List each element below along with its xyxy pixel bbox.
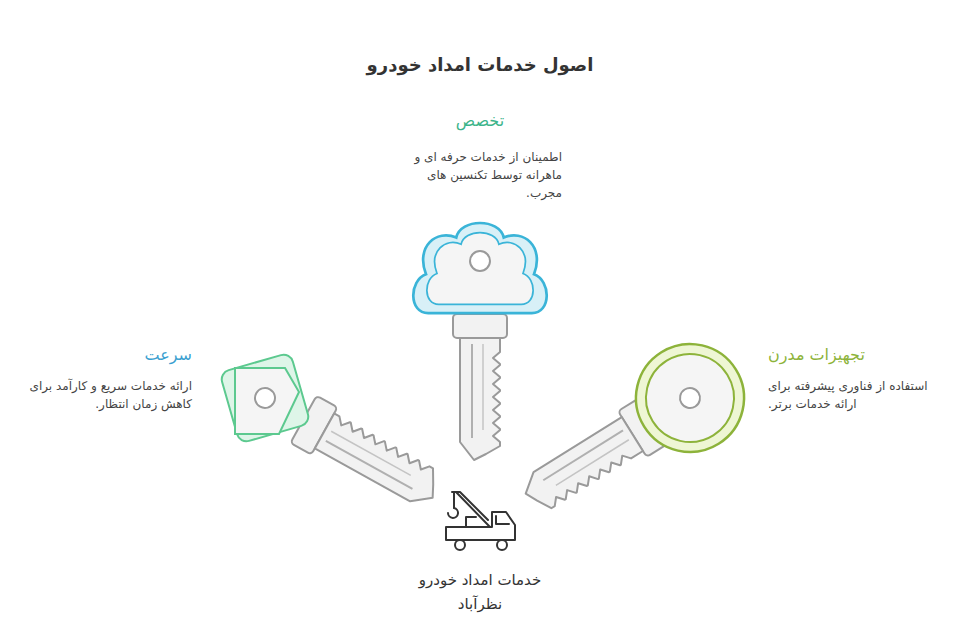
section-body: اطمینان از خدمات حرفه ای و ماهرانه توسط … [398, 148, 562, 202]
key-groove [556, 440, 629, 486]
round-key [500, 324, 764, 545]
key-head-inner [427, 233, 533, 305]
center-label: خدمات امداد خودرو نظرآباد [395, 568, 565, 616]
key-head-inner [235, 368, 299, 434]
section-heading: تخصص [380, 109, 580, 133]
key-hole [251, 384, 278, 411]
section-heading: تجهیزات مدرن [768, 343, 938, 367]
key-groove [326, 441, 413, 489]
key-blade [518, 417, 643, 516]
key-head-inner [629, 337, 750, 458]
key-head [616, 324, 765, 473]
key-head [219, 352, 310, 443]
section-body: ارائه خدمات سریع و کارآمد برای کاهش زمان… [20, 377, 192, 413]
tow-truck-icon [446, 492, 515, 550]
diagram-title: اصول خدمات امداد خودرو [280, 54, 680, 75]
square-key [194, 327, 461, 538]
key-blade [315, 413, 445, 510]
key-hole [676, 384, 704, 412]
key-blade [460, 338, 500, 460]
key-head [413, 223, 546, 313]
key-groove [543, 430, 623, 480]
section-body: استفاده از فناوری پیشرفته برای ارائه خدم… [768, 377, 938, 413]
key-hole [470, 251, 490, 271]
key-groove [482, 344, 484, 430]
key-groove [331, 431, 411, 475]
cloud-key [413, 223, 546, 460]
key-collar [453, 314, 507, 338]
key-groove [471, 344, 473, 438]
section-heading: سرعت [40, 343, 192, 367]
